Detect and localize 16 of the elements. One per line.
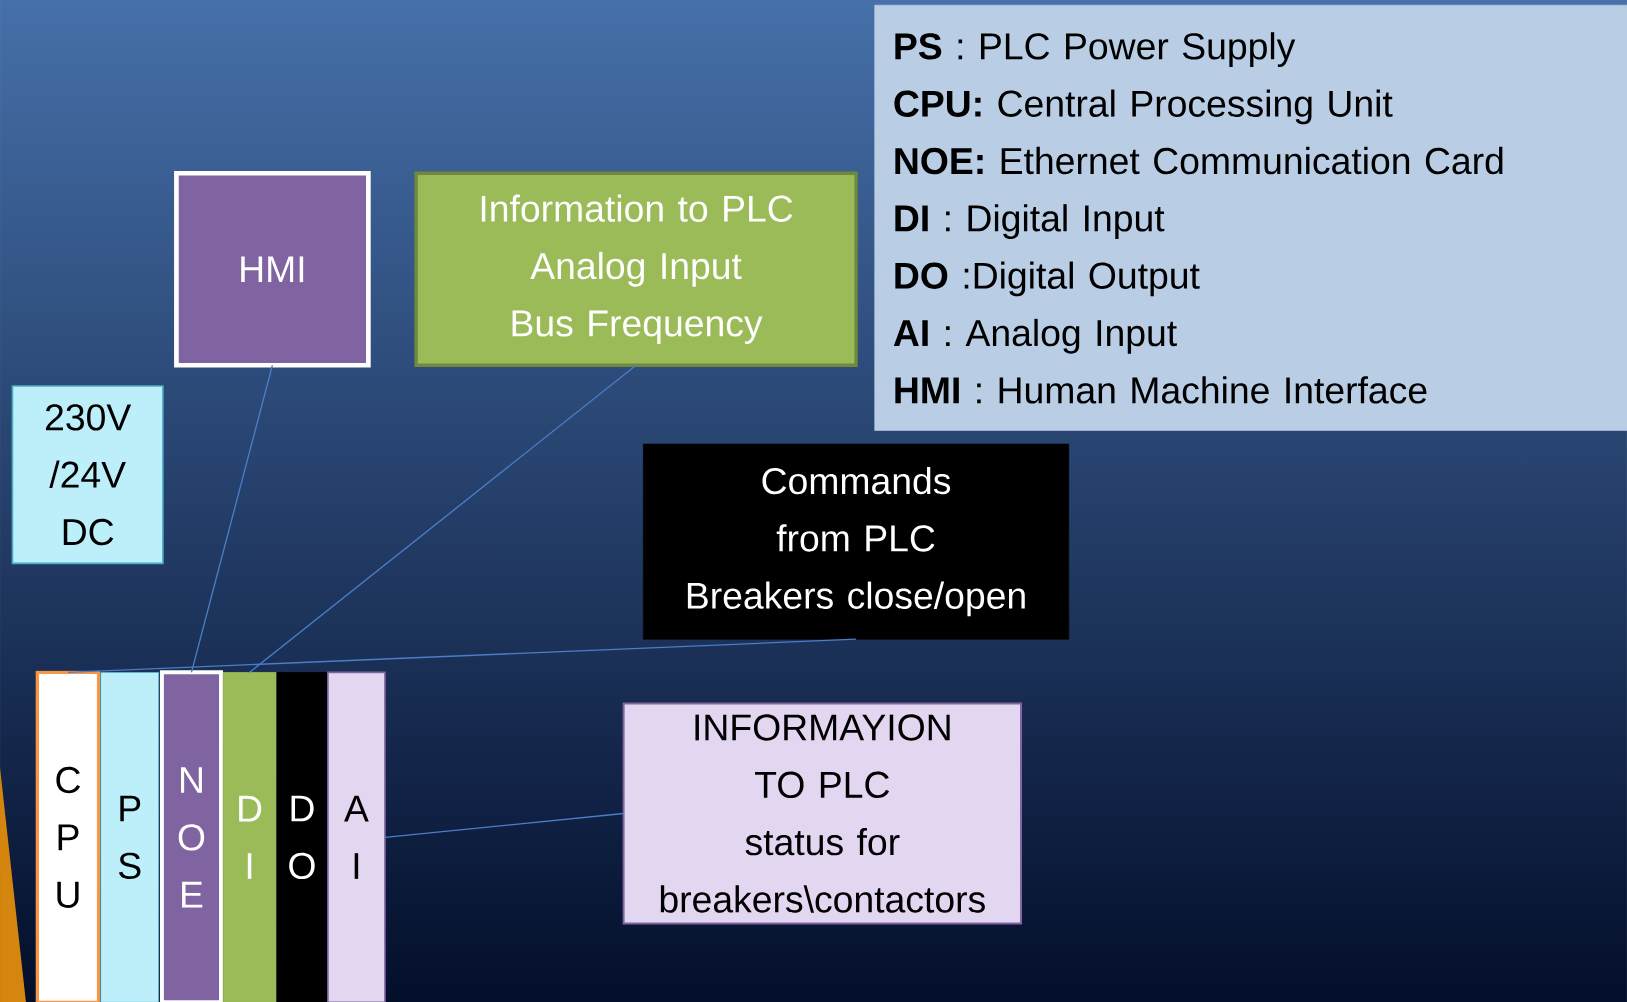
connector-line bbox=[190, 364, 274, 673]
status-box: INFORMAYION TO PLC status for breakers\contactors bbox=[622, 702, 1023, 925]
module-card: C P U bbox=[35, 670, 101, 1002]
hmi-box: HMI bbox=[174, 170, 371, 368]
module-card: D I bbox=[222, 671, 277, 1002]
connector-line bbox=[248, 364, 637, 673]
module-card: N O E bbox=[159, 670, 224, 1002]
connector-line bbox=[384, 812, 625, 838]
module-card: P S bbox=[100, 671, 160, 1002]
info-box: Information to PLC Analog Input Bus Frequency bbox=[414, 171, 858, 367]
command-box: Commands from PLC Breakers close/open bbox=[643, 443, 1070, 640]
connector-line bbox=[67, 638, 857, 673]
glossary-box: PS : PLC Power Supply CPU: Central Processing Unit NOE: Ethernet Communication Card DI : Digital Input DO :Digital Output AI : Analog Input HMI : Human Machine Interface bbox=[874, 4, 1627, 431]
module-card: A I bbox=[327, 671, 386, 1002]
power-box: 230V /24V DC bbox=[11, 385, 164, 565]
module-card: D O bbox=[276, 671, 328, 1002]
